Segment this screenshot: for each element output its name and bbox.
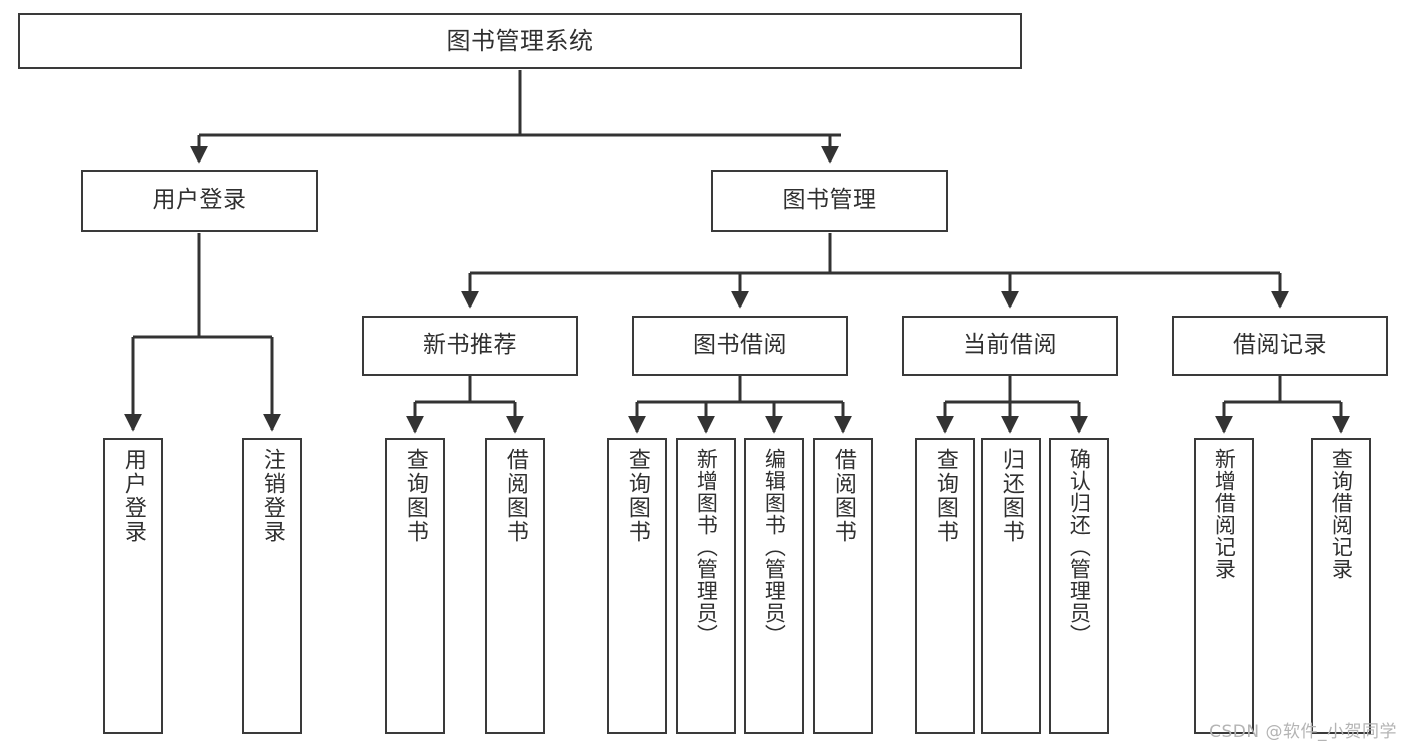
node-leaf-add-borrow-record-label: 新增借阅记录: [1212, 448, 1237, 580]
node-root[interactable]: 图书管理系统: [18, 13, 1022, 69]
node-leaf-return-book-label: 归还图书: [998, 448, 1024, 544]
node-leaf-query-book-current[interactable]: 查询图书: [915, 438, 975, 734]
node-book-borrow-label: 图书借阅: [693, 332, 787, 359]
node-user-login[interactable]: 用户登录: [81, 170, 318, 232]
node-borrow-record-label: 借阅记录: [1233, 332, 1327, 359]
csdn-watermark: CSDN @软件_小贺同学: [1209, 722, 1397, 742]
node-leaf-borrow-book-label: 借阅图书: [830, 448, 856, 544]
node-book-management-label: 图书管理: [782, 187, 877, 214]
node-leaf-borrow-book-newbook-label: 借阅图书: [502, 448, 528, 544]
node-book-borrow[interactable]: 图书借阅: [632, 316, 848, 376]
node-leaf-borrow-book-newbook[interactable]: 借阅图书: [485, 438, 545, 734]
node-leaf-user-login[interactable]: 用户登录: [103, 438, 163, 734]
node-leaf-query-book-borrow[interactable]: 查询图书: [607, 438, 667, 734]
node-new-book-recommend-label: 新书推荐: [423, 332, 517, 359]
node-leaf-query-borrow-record[interactable]: 查询借阅记录: [1311, 438, 1371, 734]
node-current-borrow[interactable]: 当前借阅: [902, 316, 1118, 376]
node-current-borrow-label: 当前借阅: [963, 332, 1057, 359]
node-leaf-edit-book-admin[interactable]: 编辑图书（管理员）: [744, 438, 804, 734]
node-leaf-confirm-return-admin-label: 确认归还（管理员）: [1067, 448, 1092, 646]
node-new-book-recommend[interactable]: 新书推荐: [362, 316, 578, 376]
node-leaf-edit-book-admin-label: 编辑图书（管理员）: [762, 448, 787, 646]
node-leaf-logout-label: 注销登录: [259, 448, 285, 544]
node-book-management[interactable]: 图书管理: [711, 170, 948, 232]
node-leaf-query-book-current-label: 查询图书: [932, 448, 958, 544]
node-leaf-query-book-newbook[interactable]: 查询图书: [385, 438, 445, 734]
node-borrow-record[interactable]: 借阅记录: [1172, 316, 1388, 376]
node-root-label: 图书管理系统: [446, 26, 594, 55]
node-user-login-label: 用户登录: [152, 187, 247, 214]
node-leaf-confirm-return-admin[interactable]: 确认归还（管理员）: [1049, 438, 1109, 734]
node-leaf-add-borrow-record[interactable]: 新增借阅记录: [1194, 438, 1254, 734]
node-leaf-logout[interactable]: 注销登录: [242, 438, 302, 734]
node-leaf-user-login-label: 用户登录: [120, 448, 146, 544]
node-leaf-borrow-book[interactable]: 借阅图书: [813, 438, 873, 734]
node-leaf-query-book-borrow-label: 查询图书: [624, 448, 650, 544]
node-leaf-query-book-newbook-label: 查询图书: [402, 448, 428, 544]
node-leaf-add-book-admin-label: 新增图书（管理员）: [694, 448, 719, 646]
node-leaf-return-book[interactable]: 归还图书: [981, 438, 1041, 734]
node-leaf-query-borrow-record-label: 查询借阅记录: [1329, 448, 1354, 580]
node-leaf-add-book-admin[interactable]: 新增图书（管理员）: [676, 438, 736, 734]
